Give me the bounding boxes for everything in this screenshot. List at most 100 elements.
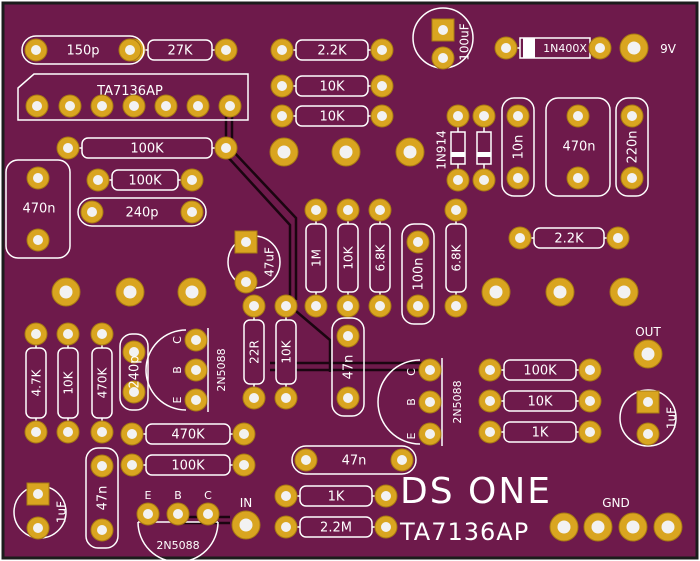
resistor-label: 100K — [171, 459, 205, 474]
resistor-label: 10K — [319, 110, 345, 125]
resistor-label: 6.8K — [450, 243, 464, 271]
ic-footprint: TA7136AP — [17, 73, 249, 121]
diode-label: 1N400X — [543, 42, 587, 55]
transistor-pin-label: E — [405, 432, 418, 439]
capacitor-label: 240p — [128, 355, 143, 388]
diodes: 1N400X 1N914 — [435, 36, 612, 192]
film-cap-v: 100n — [401, 223, 435, 325]
transistor-pin-label: B — [171, 366, 184, 374]
resistor-v: 4.7K — [24, 322, 48, 444]
resistor-label: 10K — [319, 80, 345, 95]
electrolytic-cap: 47uF — [227, 230, 281, 294]
resistor-label: 100K — [128, 174, 162, 189]
resistor-label: 27K — [167, 44, 193, 59]
capacitor-label: 100n — [412, 257, 427, 290]
resistor-h: 27K — [122, 38, 238, 62]
film-cap-h: 150p — [21, 35, 145, 65]
transistor-2n5088: 2N5088 C B E — [145, 328, 228, 412]
resistor-label: 100K — [523, 364, 557, 379]
resistor-label: 22R — [248, 340, 262, 364]
resistor-h: 2.2K — [508, 226, 630, 250]
resistor-h: 10K — [270, 104, 394, 128]
diode-label: 1N914 — [435, 130, 449, 170]
transistor-pin-label: B — [405, 398, 418, 406]
board-subtitle: TA7136AP — [399, 518, 529, 546]
resistor-label: 6.8K — [374, 243, 388, 271]
capacitor-label: 1uF — [55, 501, 69, 523]
transistor-pin-label: E — [145, 489, 152, 502]
resistor-label: 10K — [342, 245, 356, 269]
capacitor-label: 10n — [512, 135, 527, 160]
capacitor-label: 220n — [626, 130, 641, 163]
film-capacitors-horizontal: 150p 240p 47n — [21, 35, 417, 475]
ic-label: TA7136AP — [96, 84, 163, 99]
capacitor-label: 47n — [96, 486, 111, 511]
diode-1n400x: 1N400X — [494, 36, 612, 60]
capacitor-label: 1uF — [665, 407, 679, 429]
capacitor-label: 470n — [562, 140, 595, 155]
capacitor-label: 470n — [22, 202, 55, 217]
gnd-label: GND — [602, 496, 630, 510]
electrolytic-cap: 1uF — [619, 389, 679, 447]
resistor-v: 6.8K — [368, 198, 392, 318]
io-pads: OUT IN GND 9V — [231, 33, 683, 542]
resistor-h: 1K — [478, 420, 602, 444]
film-cap-h: 240p — [77, 197, 207, 227]
resistor-h: 2.2K — [270, 38, 394, 62]
power-label: 9V — [660, 42, 677, 56]
resistor-h: 2.2M — [274, 515, 398, 539]
capacitor-label: 47n — [342, 454, 367, 469]
resistor-label: 470K — [96, 366, 110, 398]
resistor-h: 1K — [274, 484, 398, 508]
resistor-h: 100K — [120, 453, 256, 477]
capacitor-label: 240p — [125, 206, 158, 221]
resistor-h: 470K — [120, 422, 256, 446]
resistor-h: 10K — [478, 389, 602, 413]
resistor-label: 2.2K — [554, 232, 584, 247]
electrolytic-cap: 100uF — [412, 7, 474, 70]
film-capacitors-vertical: 470n 10n 470n 220n 100n 240p 47n 47n — [5, 97, 649, 549]
capacitor-label: 150p — [66, 44, 99, 59]
resistor-v: 10K — [336, 198, 360, 318]
transistor-pin-label: C — [204, 489, 212, 502]
resistor-v: 6.8K — [444, 198, 468, 318]
transistor-label: 2N5088 — [215, 348, 228, 391]
resistor-h: 10K — [270, 74, 394, 98]
resistor-v: 470K — [90, 322, 114, 444]
film-cap-v: 470n — [5, 159, 71, 259]
capacitor-label: 47n — [342, 355, 357, 380]
capacitor-label: 47uF — [263, 247, 277, 277]
in-label: IN — [240, 496, 253, 510]
resistor-h: 100K — [56, 136, 238, 160]
capacitor-label: 100uF — [458, 23, 472, 61]
transistor-label: 2N5088 — [451, 380, 464, 423]
out-label: OUT — [635, 325, 661, 339]
resistor-label: 2.2M — [320, 521, 352, 536]
film-cap-v: 220n — [615, 97, 649, 197]
horizontal-resistors: 27K 2.2K 10K 10K 100K 100K 2.2K 470K 100K 100K 10K… — [56, 38, 630, 539]
resistor-label: 1M — [310, 249, 324, 267]
vertical-resistors: 1M 10K 6.8K 6.8K 22R 10K 4.7K 10K 470K — [24, 198, 468, 444]
electrolytic-capacitors: 100uF 47uF 1uF 1uF — [13, 7, 679, 540]
film-cap-v: 470n — [545, 97, 611, 197]
resistor-v: 10K — [56, 322, 80, 444]
electrolytic-cap: 1uF — [13, 482, 69, 540]
board-title: DS ONE — [400, 471, 552, 512]
film-cap-v: 47n — [331, 317, 365, 417]
film-cap-h: 47n — [291, 445, 417, 475]
resistor-label: 4.7K — [30, 368, 44, 396]
film-cap-v: 10n — [501, 97, 535, 197]
transistor-pin-label: C — [171, 336, 184, 344]
resistor-label: 10K — [527, 395, 553, 410]
resistor-v: 22R — [242, 294, 266, 410]
transistor-label: 2N5088 — [156, 539, 199, 552]
film-cap-v: 47n — [85, 447, 119, 549]
transistor-pin-label: E — [171, 396, 184, 403]
resistor-v: 1M — [304, 198, 328, 318]
resistor-label: 10K — [280, 339, 294, 363]
resistor-label: 1K — [532, 426, 549, 441]
resistor-label: 2.2K — [317, 44, 347, 59]
